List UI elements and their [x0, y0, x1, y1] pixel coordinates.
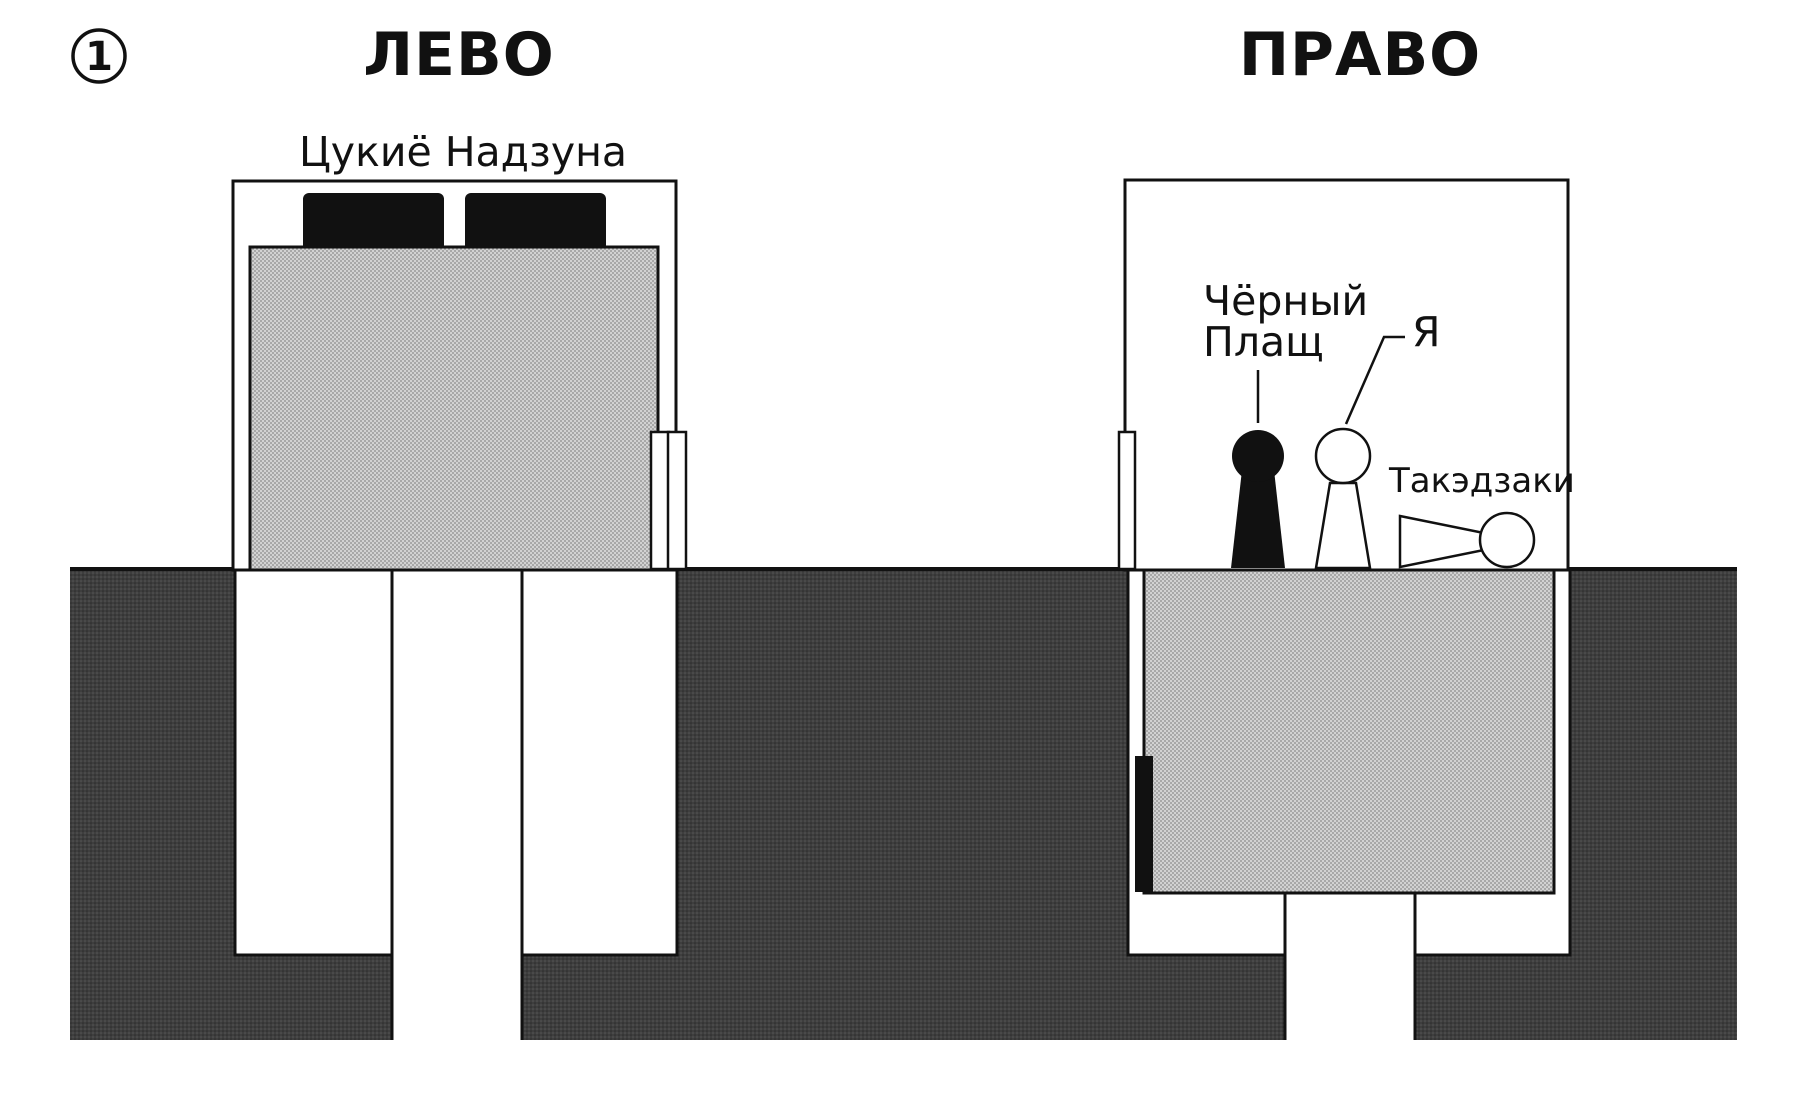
- label-black-cloak-line2: Плащ: [1203, 318, 1324, 366]
- left-elevator-counterweight-1: [303, 193, 444, 251]
- left-elevator-door-2: [666, 430, 688, 571]
- left-elevator: [231, 179, 688, 572]
- label-tsukiyo: Цукиё Надзуна: [299, 128, 627, 176]
- step-number-circle: [71, 28, 127, 84]
- left-elevator-door-1: [649, 430, 671, 571]
- me-pointer-line: [1344, 335, 1405, 425]
- left-shaft: [233, 568, 679, 1040]
- label-takezaki: Такэдзаки: [1388, 461, 1575, 501]
- step-number-badge: 1: [71, 28, 127, 84]
- left-elevator-counterweight-2: [465, 193, 606, 251]
- right-elevator-car: [1142, 568, 1556, 895]
- figure-takezaki: [1398, 511, 1536, 569]
- label-black-cloak-line1: Чёрный: [1203, 277, 1368, 325]
- right-elevator-door-lower: [1135, 756, 1153, 892]
- figure-black-cloak: [1231, 370, 1285, 568]
- step-number: 1: [85, 34, 113, 80]
- heading-right: ПРАВО: [1239, 20, 1481, 90]
- label-me: Я: [1412, 308, 1441, 356]
- right-elevator-door: [1117, 430, 1137, 571]
- left-elevator-car: [248, 245, 660, 572]
- figure-me: [1314, 335, 1405, 570]
- heading-left: ЛЕВО: [363, 20, 555, 90]
